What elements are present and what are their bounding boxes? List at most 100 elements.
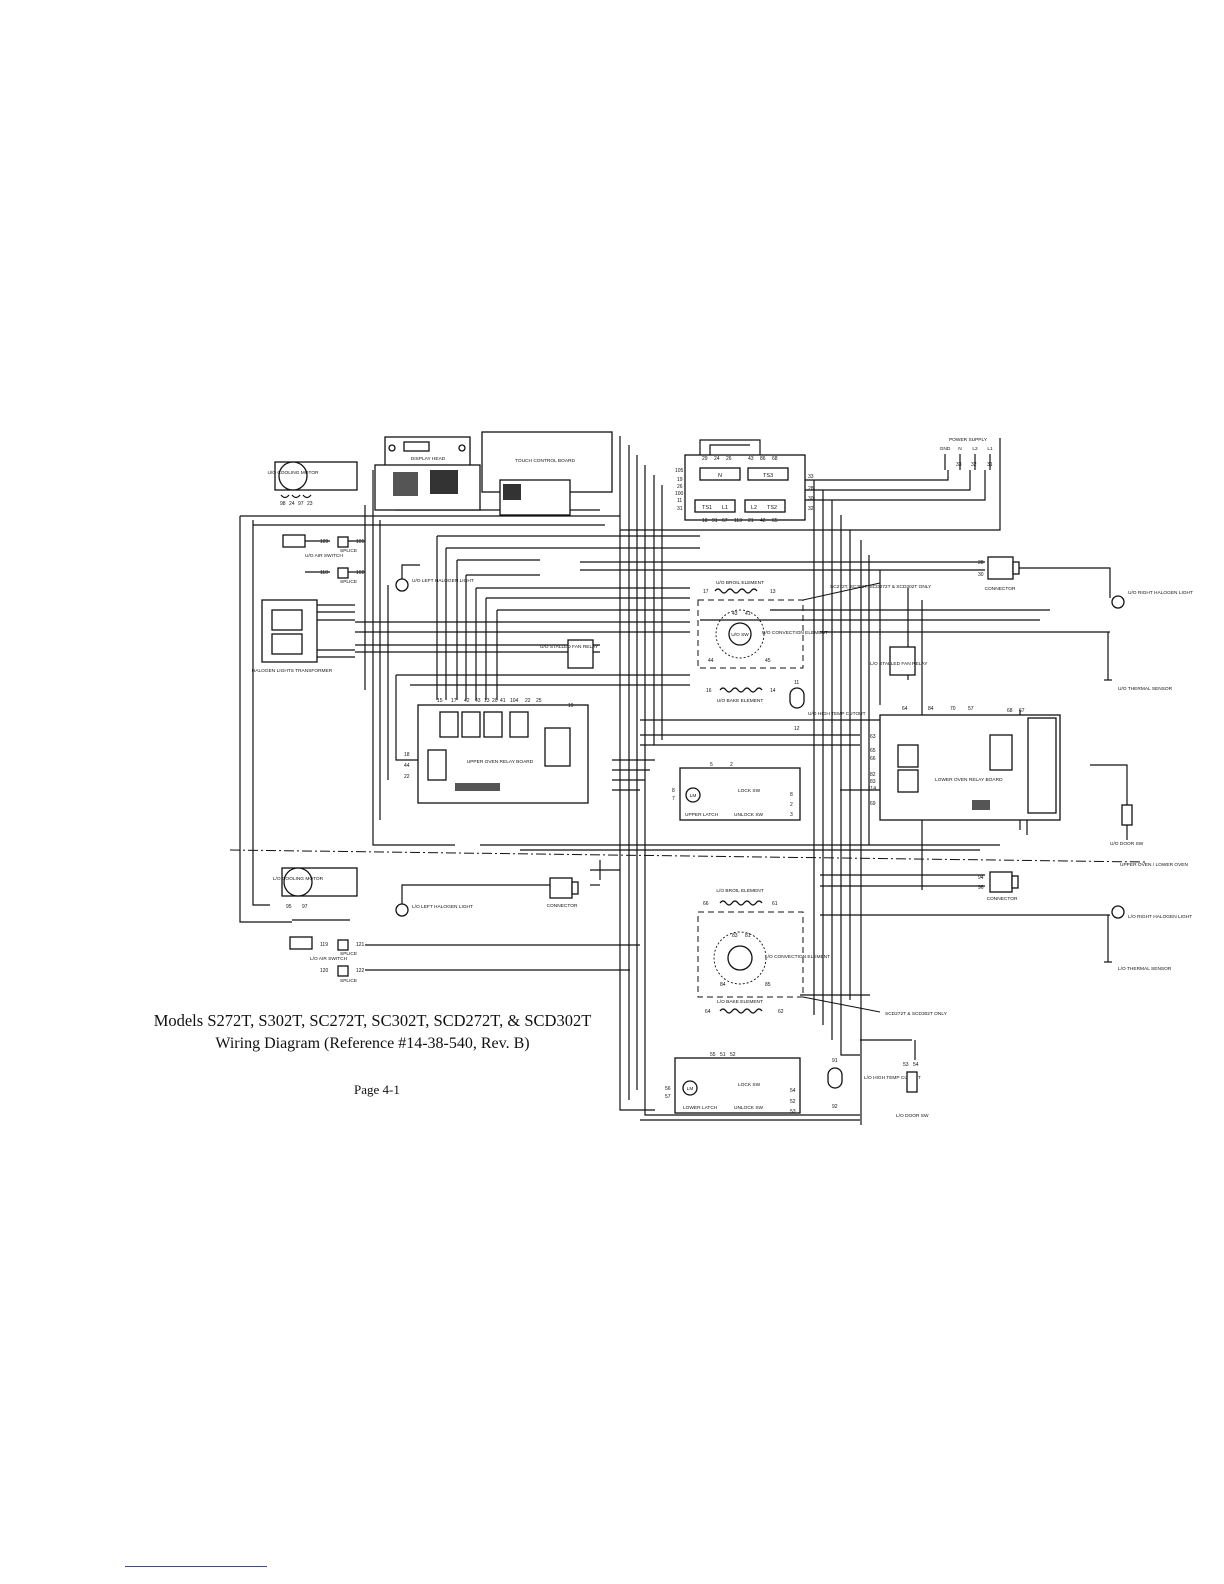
svg-text:26: 26 <box>726 456 732 462</box>
svg-text:UNLOCK SW: UNLOCK SW <box>734 1105 764 1111</box>
svg-text:57: 57 <box>968 706 974 712</box>
svg-text:13: 13 <box>484 698 490 704</box>
upper-air-switch: U/O AIR SWITCH SPLICE SPLICE <box>282 534 365 585</box>
svg-text:33: 33 <box>956 462 962 468</box>
svg-text:45: 45 <box>765 658 771 664</box>
svg-text:U/O BROIL ELEMENT: U/O BROIL ELEMENT <box>716 580 764 586</box>
footer-rule <box>125 1566 267 1567</box>
svg-text:L/O RIGHT HALOGEN LIGHT: L/O RIGHT HALOGEN LIGHT <box>1128 914 1192 920</box>
svg-text:SPLICE: SPLICE <box>340 951 357 957</box>
halogen-transformer: HALOGEN LIGHTS TRANSFORMER <box>252 599 355 674</box>
diagram-subtitle: Wiring Diagram (Reference #14-38-540, Re… <box>215 1035 530 1052</box>
svg-text:CONNECTOR: CONNECTOR <box>547 903 578 909</box>
svg-text:L/O DOOR SW: L/O DOOR SW <box>896 1113 929 1119</box>
svg-text:28: 28 <box>808 486 814 492</box>
svg-text:68: 68 <box>1007 708 1013 714</box>
svg-text:DISPLAY HEAD: DISPLAY HEAD <box>411 456 446 462</box>
svg-text:TS1: TS1 <box>702 505 712 511</box>
svg-text:65: 65 <box>772 518 778 524</box>
page-number: Page 4-1 <box>354 1082 400 1097</box>
svg-text:64: 64 <box>705 1009 711 1015</box>
svg-text:68: 68 <box>772 456 778 462</box>
touch-control-board: TOUCH CONTROL BOARD <box>481 431 613 516</box>
lower-latch: LM LOCK SW LOWER LATCH UNLOCK SW <box>674 1057 801 1114</box>
svg-text:LM: LM <box>687 1086 694 1092</box>
svg-text:LOCK SW: LOCK SW <box>738 788 761 794</box>
svg-text:110: 110 <box>320 570 328 576</box>
svg-text:33: 33 <box>808 474 814 480</box>
svg-text:5: 5 <box>710 762 713 768</box>
svg-text:19: 19 <box>677 477 683 483</box>
svg-text:70: 70 <box>950 706 956 712</box>
svg-text:CONNECTOR: CONNECTOR <box>985 586 1016 592</box>
upper-left-halogen: U/O LEFT HALOGEN LIGHT <box>395 564 474 592</box>
svg-text:U/O CONVECTION ELEMENT: U/O CONVECTION ELEMENT <box>762 630 828 636</box>
svg-text:U/O RIGHT HALOGEN LIGHT: U/O RIGHT HALOGEN LIGHT <box>1128 590 1193 596</box>
svg-text:14: 14 <box>770 688 776 694</box>
svg-text:56: 56 <box>665 1086 671 1092</box>
svg-text:UNLOCK SW: UNLOCK SW <box>734 812 764 818</box>
svg-text:43: 43 <box>475 698 481 704</box>
svg-text:U/O THERMAL SENSOR: U/O THERMAL SENSOR <box>1118 686 1173 692</box>
svg-text:44: 44 <box>404 763 410 769</box>
svg-text:83: 83 <box>732 933 738 939</box>
svg-text:L/O CONVECTION ELEMENT: L/O CONVECTION ELEMENT <box>765 954 830 960</box>
svg-text:2: 2 <box>730 762 733 768</box>
svg-text:55: 55 <box>710 1052 716 1058</box>
svg-text:24: 24 <box>714 456 720 462</box>
lower-cooling-motor: L/O COOLING MOTOR <box>273 867 358 897</box>
svg-text:2: 2 <box>790 802 793 808</box>
svg-text:16: 16 <box>706 688 712 694</box>
svg-text:29: 29 <box>702 456 708 462</box>
svg-text:18: 18 <box>404 752 410 758</box>
svg-text:54: 54 <box>790 1088 796 1094</box>
svg-text:N: N <box>718 473 722 479</box>
svg-text:SCD272T & SCD302T ONLY: SCD272T & SCD302T ONLY <box>885 1011 948 1017</box>
upper-thermal-sensor: U/O THERMAL SENSOR <box>1104 632 1173 692</box>
svg-text:UPPER OVEN / LOWER OVEN: UPPER OVEN / LOWER OVEN <box>1120 862 1189 868</box>
svg-text:94: 94 <box>978 875 984 881</box>
svg-text:L/O COOLING MOTOR: L/O COOLING MOTOR <box>273 876 324 882</box>
svg-text:L2: L2 <box>751 505 757 511</box>
svg-text:17: 17 <box>451 698 457 704</box>
svg-text:LOCK SW: LOCK SW <box>738 1082 761 1088</box>
svg-text:L/O BAKE ELEMENT: L/O BAKE ELEMENT <box>717 999 763 1005</box>
svg-text:69: 69 <box>870 801 876 807</box>
lower-connector-left: CONNECTOR <box>547 877 579 909</box>
svg-text:U/O STALLED FAN RELAY: U/O STALLED FAN RELAY <box>540 644 599 650</box>
svg-text:43: 43 <box>732 611 738 617</box>
svg-text:U/O AIR SWITCH: U/O AIR SWITCH <box>305 553 343 559</box>
svg-text:41: 41 <box>500 698 506 704</box>
oven-divider: UPPER OVEN / LOWER OVEN <box>229 849 1189 868</box>
diagram-title: Models S272T, S302T, SC272T, SC302T, SCD… <box>153 1011 592 1030</box>
lower-door-switch: L/O DOOR SW <box>896 1071 929 1119</box>
svg-text:SC272T, SC302T, SCD272T & SCD3: SC272T, SC302T, SCD272T & SCD302T ONLY <box>830 584 932 590</box>
svg-text:TS2: TS2 <box>767 505 777 511</box>
svg-text:105: 105 <box>675 468 684 474</box>
upper-high-temp-cutout: U/O HIGH TEMP CUTOUT <box>789 687 866 717</box>
svg-text:122: 122 <box>356 968 365 974</box>
svg-text:22: 22 <box>404 774 410 780</box>
svg-text:UPPER LATCH: UPPER LATCH <box>685 812 719 818</box>
svg-text:63: 63 <box>870 734 876 740</box>
svg-text:101: 101 <box>356 539 365 545</box>
svg-text:52: 52 <box>730 1052 736 1058</box>
svg-text:81: 81 <box>745 933 751 939</box>
svg-text:SPLICE: SPLICE <box>340 978 357 984</box>
svg-text:109: 109 <box>320 539 329 545</box>
svg-text:LM: LM <box>690 793 697 799</box>
svg-text:LOWER OVEN RELAY BOARD: LOWER OVEN RELAY BOARD <box>935 777 1003 783</box>
lower-thermal-sensor: L/O THERMAL SENSOR <box>1104 915 1172 972</box>
svg-text:97: 97 <box>298 501 304 507</box>
svg-text:TOUCH CONTROL BOARD: TOUCH CONTROL BOARD <box>515 458 576 464</box>
svg-text:30: 30 <box>978 572 984 578</box>
terminal-block: N TS3 TS1 L1 L2 TS2 <box>684 439 806 521</box>
svg-text:3: 3 <box>790 812 793 818</box>
svg-text:CONNECTOR: CONNECTOR <box>987 896 1018 902</box>
upper-oven-relay-board: UPPER OVEN RELAY BOARD <box>417 704 589 804</box>
lower-air-switch: L/O AIR SWITCH SPLICE SPLICE <box>289 936 357 984</box>
svg-text:19: 19 <box>568 703 574 709</box>
svg-text:8: 8 <box>790 792 793 798</box>
svg-text:51: 51 <box>720 1052 726 1058</box>
svg-text:L2: L2 <box>972 446 978 452</box>
